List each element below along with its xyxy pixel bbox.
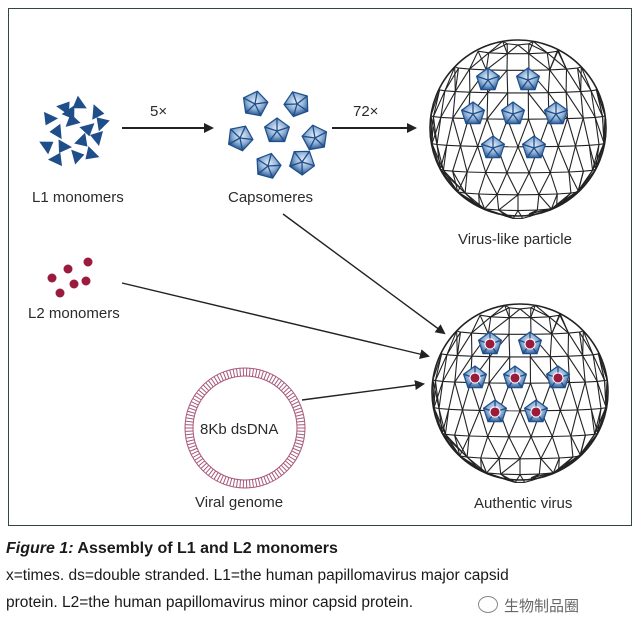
watermark: 生物制品圈 bbox=[478, 595, 579, 616]
label-capsomeres: Capsomeres bbox=[228, 189, 314, 206]
l1-triangle bbox=[85, 146, 100, 160]
capsomeres-icon bbox=[227, 90, 328, 179]
l1-triangle bbox=[79, 123, 95, 137]
figure-caption-line-1: x=times. ds=double stranded. L1=the huma… bbox=[6, 567, 509, 584]
capsomere bbox=[460, 101, 486, 125]
arrow-l2-to-virus bbox=[121, 282, 430, 360]
capsomere bbox=[462, 365, 488, 389]
l1-triangle bbox=[58, 139, 72, 153]
viral-genome-icon bbox=[184, 367, 306, 489]
capsomere bbox=[515, 67, 541, 91]
arrow-label-72x: 72× bbox=[353, 103, 379, 120]
l1-triangle bbox=[74, 132, 88, 147]
l1-triangle bbox=[39, 141, 54, 155]
capsomere bbox=[482, 399, 508, 423]
l2-monomers-icon bbox=[47, 257, 93, 298]
capsomere bbox=[301, 124, 328, 151]
arrow-genome-to-virus bbox=[301, 380, 425, 401]
label-authentic-virus: Authentic virus bbox=[474, 495, 573, 512]
label-genome-inner: 8Kb dsDNA bbox=[200, 421, 279, 438]
capsomere bbox=[545, 365, 571, 389]
l1-triangle bbox=[43, 111, 59, 126]
l1-triangle bbox=[71, 149, 85, 165]
wechat-icon bbox=[478, 596, 498, 613]
capsomere bbox=[521, 135, 547, 159]
l1-triangle bbox=[96, 117, 110, 132]
capsomere bbox=[227, 125, 254, 152]
capsomere bbox=[517, 331, 543, 355]
figure-label: Figure 1: bbox=[6, 540, 74, 557]
watermark-text: 生物制品圈 bbox=[504, 598, 580, 615]
authentic-virus-icon bbox=[431, 303, 609, 483]
capsomere bbox=[477, 331, 503, 355]
label-l1-monomers: L1 monomers bbox=[32, 189, 124, 206]
capsomere bbox=[500, 101, 526, 125]
label-virus-like-particle: Virus-like particle bbox=[458, 231, 572, 248]
capsomere bbox=[283, 91, 309, 118]
capsomere bbox=[242, 90, 269, 117]
capsomere bbox=[502, 365, 528, 389]
figure-title: Assembly of L1 and L2 monomers bbox=[77, 540, 338, 557]
arrow-capsomeres-to-virus bbox=[282, 213, 446, 335]
l1-triangle bbox=[65, 113, 81, 127]
label-viral-genome: Viral genome bbox=[195, 494, 284, 511]
virus-like-particle-icon bbox=[429, 39, 607, 219]
figure-caption-line-2: protein. L2=the human papillomavirus min… bbox=[6, 594, 414, 611]
l1-triangle bbox=[92, 104, 105, 120]
arrow-label-5x: 5× bbox=[150, 103, 168, 120]
capsomere bbox=[263, 117, 291, 143]
capsomere bbox=[289, 150, 316, 176]
l1-triangle bbox=[47, 152, 63, 167]
capsomere bbox=[475, 67, 501, 91]
l1-monomers-icon bbox=[39, 95, 110, 167]
figure-caption-title: Figure 1: Assembly of L1 and L2 monomers bbox=[6, 540, 338, 558]
label-l2-monomers: L2 monomers bbox=[28, 305, 120, 322]
l1-triangle bbox=[49, 123, 62, 140]
l1-triangle bbox=[72, 95, 87, 109]
l1-triangle bbox=[90, 131, 103, 146]
l1-triangle bbox=[61, 105, 75, 120]
capsomere bbox=[480, 135, 506, 159]
capsomere bbox=[543, 101, 569, 125]
capsomere bbox=[523, 399, 549, 423]
assembly-diagram bbox=[39, 39, 609, 489]
capsomere bbox=[256, 152, 282, 179]
